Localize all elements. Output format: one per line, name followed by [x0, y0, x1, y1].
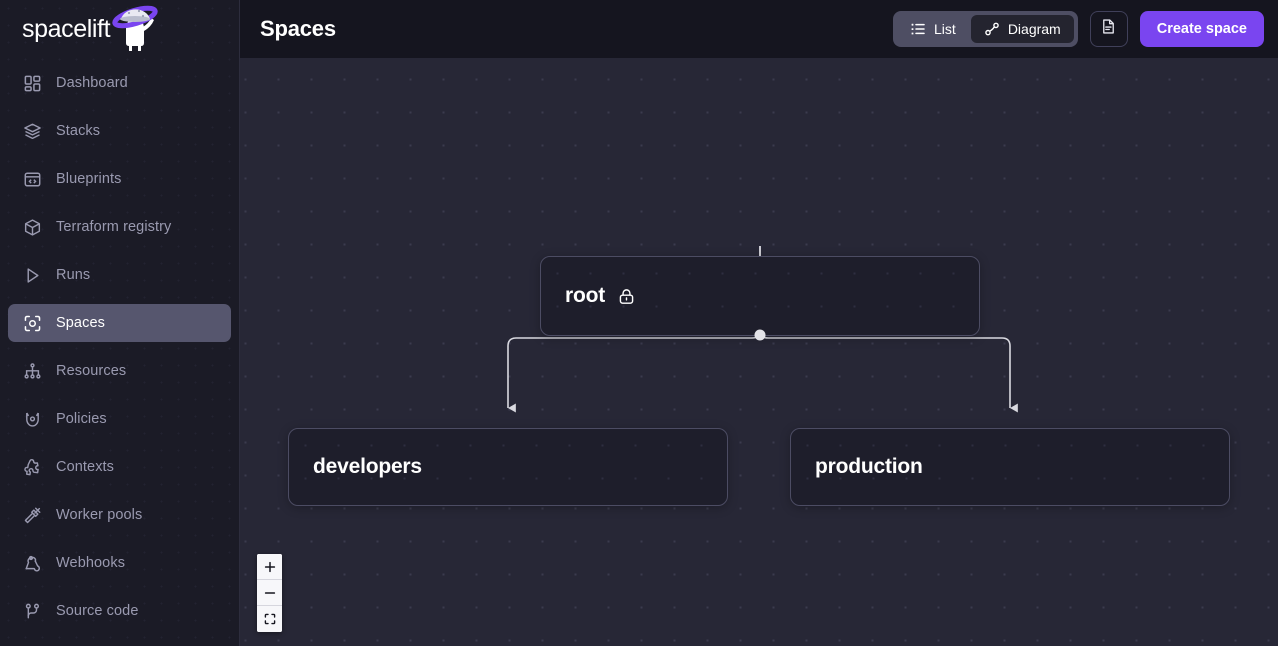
puzzle-piece-icon: [22, 457, 42, 477]
bulleted-list-icon: [910, 21, 926, 37]
sidebar-item-webhooks[interactable]: Webhooks: [8, 544, 231, 582]
hammer-icon: [22, 505, 42, 525]
sidebar-item-policies[interactable]: Policies: [8, 400, 231, 438]
sidebar-item-label: Source code: [56, 603, 139, 619]
page-title: Spaces: [260, 16, 336, 41]
document-icon: [1100, 18, 1117, 40]
sidebar: spacelift: [0, 0, 240, 646]
docs-button[interactable]: [1089, 11, 1128, 47]
diagram-node-root[interactable]: root: [540, 256, 980, 341]
sidebar-item-label: Runs: [56, 267, 91, 283]
create-space-button[interactable]: Create space: [1139, 11, 1264, 47]
main-panel: Spaces List: [240, 0, 1278, 646]
sidebar-item-label: Terraform registry: [56, 219, 172, 235]
sidebar-item-contexts[interactable]: Contexts: [8, 448, 231, 486]
focus-target-icon: [22, 313, 42, 333]
sidebar-item-label: Webhooks: [56, 555, 126, 571]
sidebar-item-worker-pools[interactable]: Worker pools: [8, 496, 231, 534]
sidebar-item-label: Contexts: [56, 459, 115, 475]
node-label: production: [815, 455, 923, 478]
view-toggle-list-label: List: [934, 21, 956, 37]
minus-icon: [264, 587, 276, 599]
hierarchy-tree-icon: [22, 361, 42, 381]
node-source-handle[interactable]: [754, 329, 766, 341]
sidebar-item-resources[interactable]: Resources: [8, 352, 231, 390]
zoom-in-button[interactable]: [257, 554, 282, 580]
diagram-edges: [507, 246, 1018, 413]
diagram-canvas[interactable]: root developers production: [240, 58, 1278, 646]
git-branch-icon: [22, 601, 42, 621]
sidebar-item-label: Dashboard: [56, 75, 128, 91]
code-window-icon: [22, 169, 42, 189]
node-label: developers: [313, 455, 422, 478]
sidebar-item-label: Policies: [56, 411, 107, 427]
cube-icon: [22, 217, 42, 237]
view-toggle-list[interactable]: List: [897, 15, 969, 43]
sidebar-item-terraform-registry[interactable]: Terraform registry: [8, 208, 231, 246]
sidebar-item-stacks[interactable]: Stacks: [8, 112, 231, 150]
fit-view-button[interactable]: [257, 606, 282, 632]
plus-icon: [264, 561, 276, 573]
sidebar-item-dashboard[interactable]: Dashboard: [8, 64, 231, 102]
zoom-out-button[interactable]: [257, 580, 282, 606]
shield-wolf-icon: [22, 409, 42, 429]
node-label: root: [565, 284, 606, 307]
webhook-icon: [22, 553, 42, 573]
sidebar-item-label: Stacks: [56, 123, 101, 139]
diagram-node-production[interactable]: production: [790, 428, 1230, 506]
play-triangle-icon: [22, 265, 42, 285]
padlock-icon: [617, 287, 636, 306]
sidebar-item-label: Worker pools: [56, 507, 143, 523]
view-toggle-diagram[interactable]: Diagram: [970, 15, 1074, 43]
sidebar-item-label: Spaces: [56, 315, 105, 331]
topbar: Spaces List: [240, 0, 1278, 58]
sidebar-item-source-code[interactable]: Source code: [8, 592, 231, 630]
brand-name: spacelift: [22, 14, 111, 43]
dashboard-grid-icon: [22, 73, 42, 93]
node-graph-icon: [984, 21, 1000, 37]
brand-logo[interactable]: spacelift: [0, 0, 239, 58]
sidebar-item-label: Resources: [56, 363, 127, 379]
sidebar-item-spaces[interactable]: Spaces: [8, 304, 231, 342]
sidebar-item-blueprints[interactable]: Blueprints: [8, 160, 231, 198]
planet-astronaut-logo-icon: [107, 5, 158, 51]
fit-view-icon: [264, 613, 276, 625]
layers-icon: [22, 121, 42, 141]
canvas-controls: [257, 554, 282, 632]
view-toggle: List Diagram: [893, 11, 1078, 47]
sidebar-item-label: Blueprints: [56, 171, 122, 187]
sidebar-nav: Dashboard Stacks: [0, 58, 239, 630]
diagram-node-developers[interactable]: developers: [288, 428, 728, 506]
sidebar-item-runs[interactable]: Runs: [8, 256, 231, 294]
view-toggle-diagram-label: Diagram: [1007, 21, 1061, 37]
